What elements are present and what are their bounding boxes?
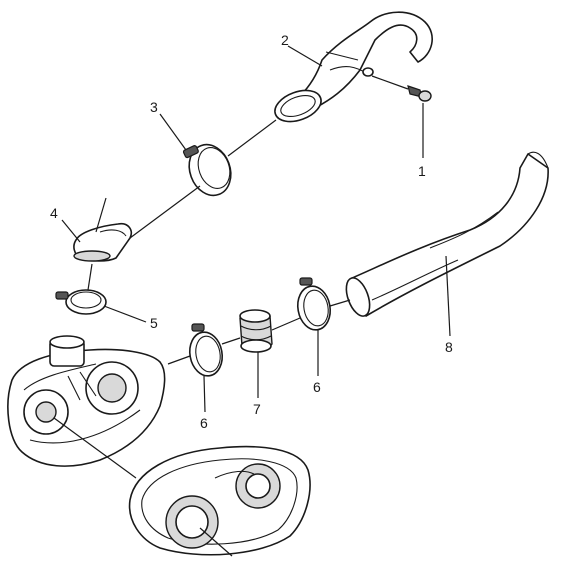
- coupling-boot: [239, 309, 273, 353]
- intake-duct: [274, 11, 433, 123]
- callout-2: 2: [281, 32, 289, 48]
- callout-6-left: 6: [200, 415, 208, 431]
- callout-8: 8: [445, 339, 453, 355]
- callout-5: 5: [150, 315, 158, 331]
- screw: [371, 75, 432, 102]
- callout-6-right: 6: [313, 379, 321, 395]
- hose-clamp-left: [188, 323, 224, 377]
- outer-clutch-cover: [128, 445, 311, 556]
- callout-labels: 1 2 3 4 5 6 6 7 8: [50, 32, 453, 431]
- callout-1: 1: [418, 163, 426, 179]
- callout-3: 3: [150, 99, 158, 115]
- callout-4: 4: [50, 205, 58, 221]
- leader-lines: [53, 45, 451, 557]
- callout-7: 7: [253, 401, 261, 417]
- long-intake-tube: [345, 151, 549, 317]
- hose-clamp-top: [182, 143, 232, 197]
- hose-clamp-right: [296, 277, 332, 331]
- inner-clutch-housing: [7, 335, 166, 467]
- elbow-duct: [73, 222, 133, 262]
- hose-clamp-small: [55, 289, 107, 315]
